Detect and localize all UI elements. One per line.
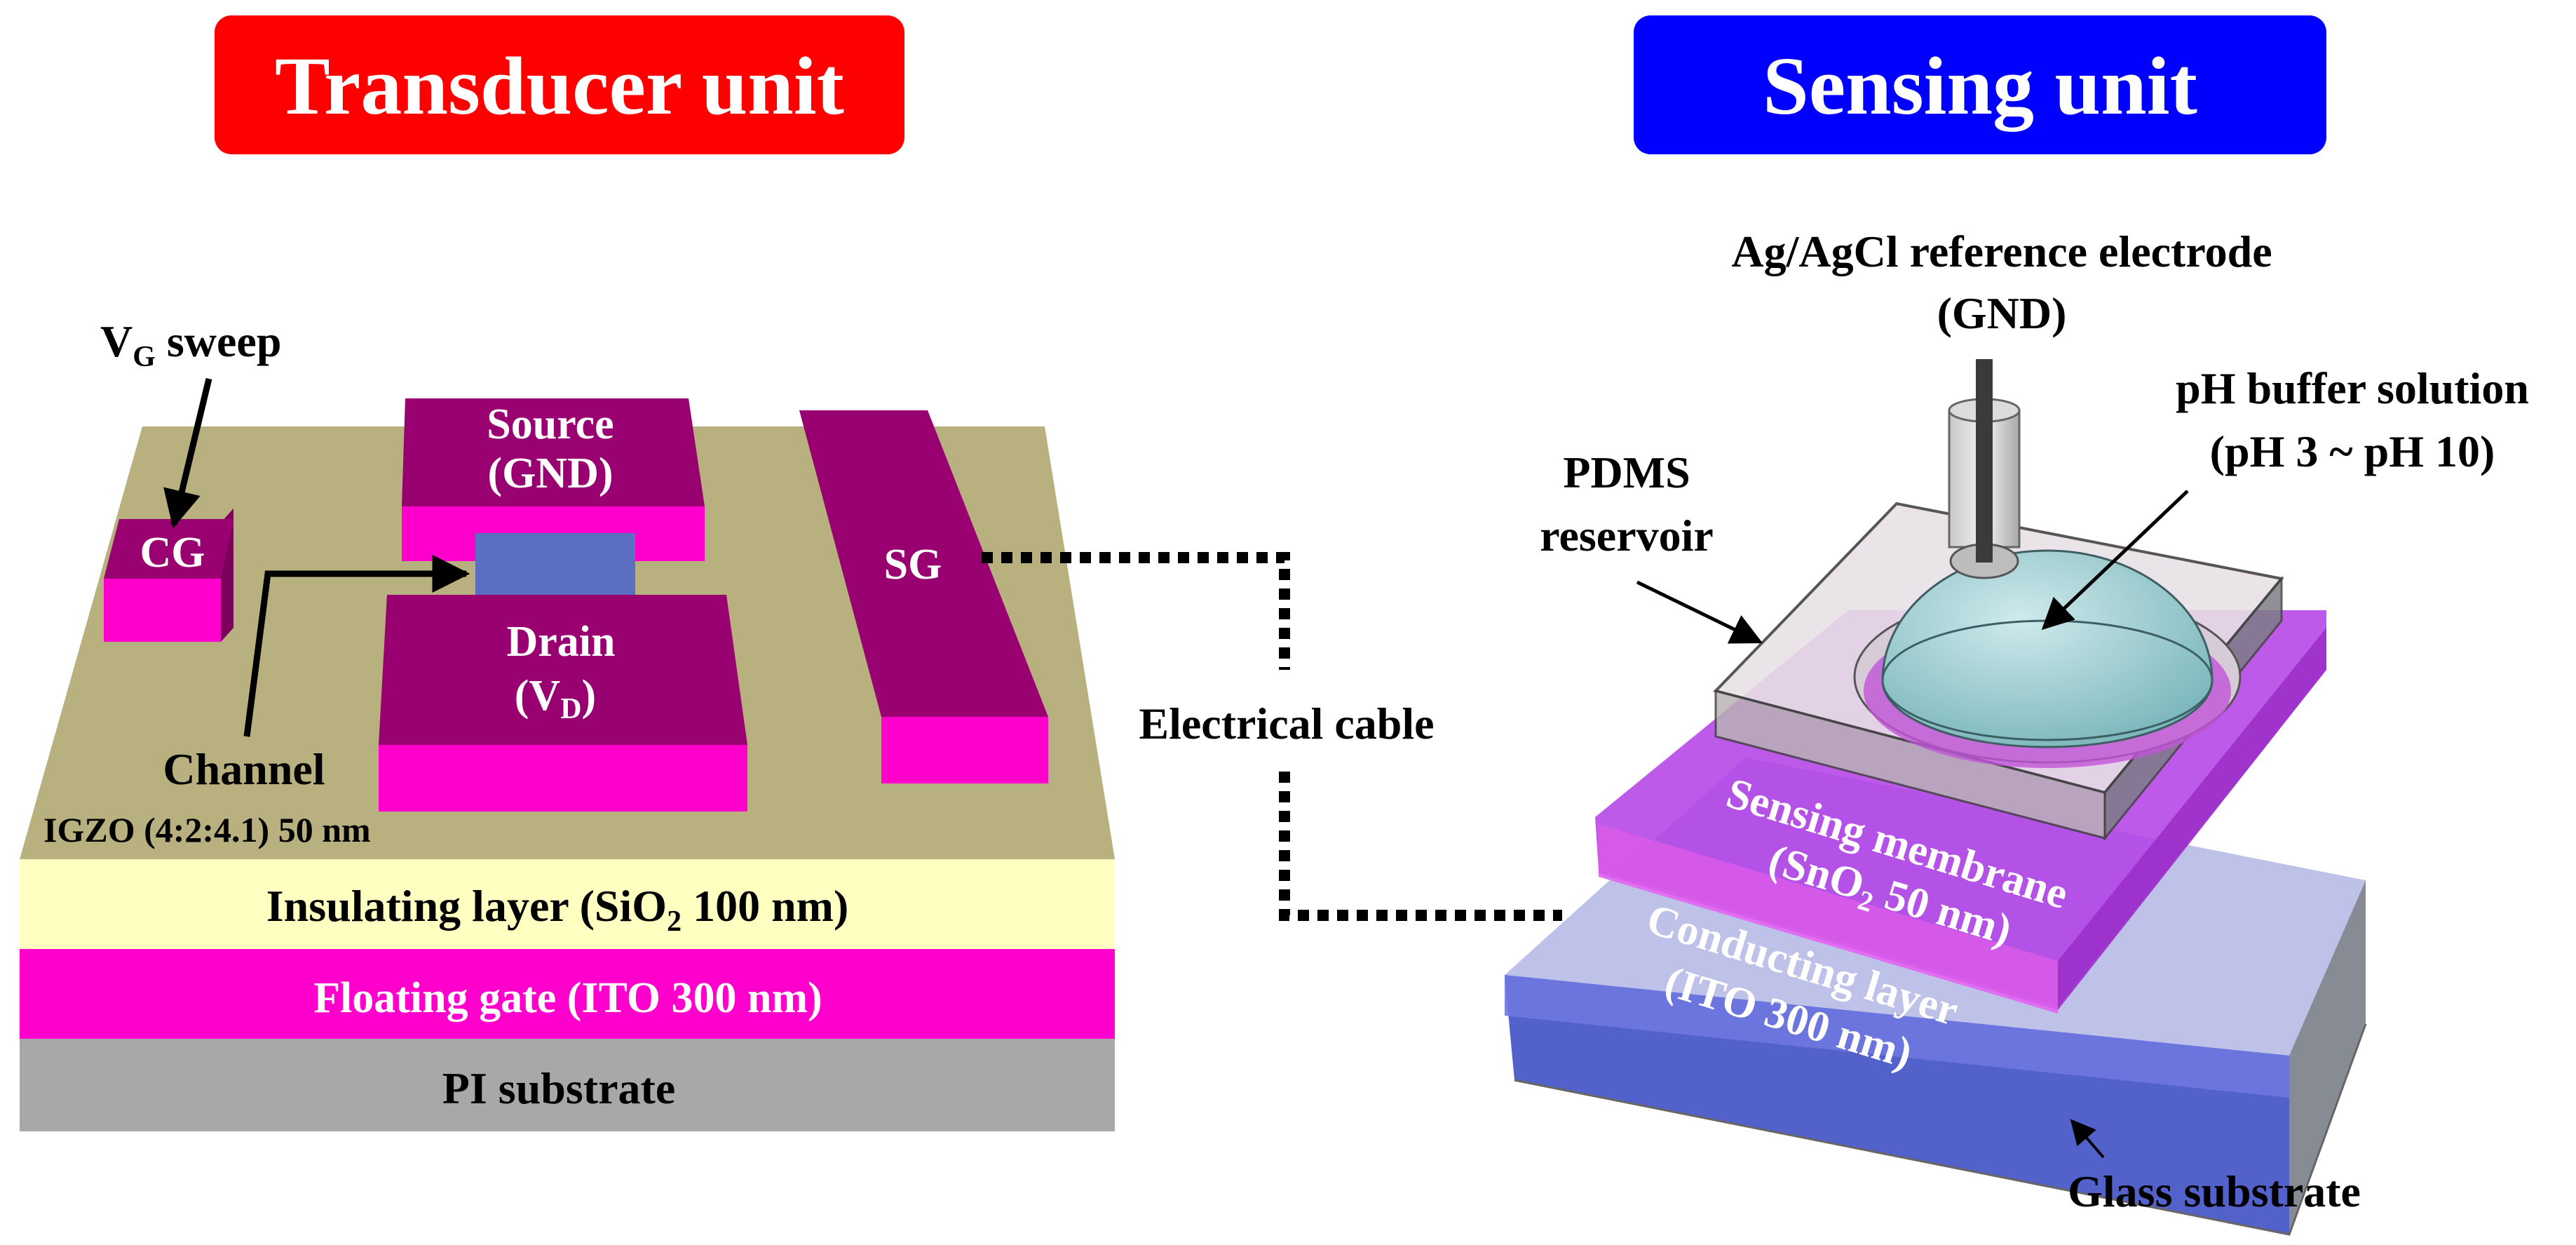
channel-block	[475, 533, 635, 596]
insulating-post: 100 nm)	[682, 881, 848, 931]
cg-pad-top	[104, 519, 233, 579]
vg-sweep-sub: G	[133, 341, 156, 373]
pi-substrate-layer	[20, 1039, 1115, 1131]
channel-pointer: Channel IGZO (4:2:4.1) 50 nm	[43, 555, 470, 849]
channel-arrow	[243, 555, 470, 737]
floating-gate-label: Floating gate (ITO 300 nm)	[313, 974, 822, 1022]
sensing-device	[1505, 359, 2367, 1236]
floating-gate-layer	[20, 949, 1115, 1039]
electrical-cable-label: Electrical cable	[1139, 699, 1434, 748]
sensing-membrane-band	[1599, 824, 2058, 1010]
sensing-header-text: Sensing unit	[1763, 40, 2197, 132]
drain-close: )	[582, 672, 597, 720]
pdms-label-line1: PDMS	[1563, 447, 1690, 497]
vg-sweep-arrow	[163, 377, 212, 529]
buffer-label-line1: pH buffer solution	[2176, 363, 2529, 413]
drain-pad-top	[379, 595, 747, 745]
buffer-label-line2: (pH 3 ~ pH 10)	[2210, 426, 2495, 476]
cable-lower-segment	[1279, 772, 1562, 921]
drain-label-line1: Drain	[507, 618, 616, 666]
cable-upper-segment	[982, 552, 1290, 670]
sg-pad-top	[799, 410, 1048, 717]
electrode-wire	[1976, 359, 1993, 563]
cg-label: CG	[140, 529, 205, 577]
pdms-arrow	[1636, 580, 1763, 644]
ref-electrode-label-line1: Ag/AgCl reference electrode	[1731, 227, 2272, 276]
vg-sweep-label: VG sweep	[100, 316, 281, 529]
glass-arrow	[2070, 1119, 2105, 1159]
drain-open: (V	[515, 672, 561, 720]
insulating-layer-label: Insulating layer (SiO2 100 nm)	[266, 881, 849, 938]
glass-substrate-right	[2289, 880, 2366, 1234]
conducting-layer-front	[1505, 975, 2289, 1098]
drain-pad	[379, 595, 747, 812]
insulating-sub: 2	[667, 906, 682, 938]
source-pad-top	[402, 398, 705, 506]
ref-electrode-label-line2: (GND)	[1937, 288, 2067, 338]
cg-pad	[104, 509, 233, 642]
sg-label: SG	[884, 541, 942, 588]
vg-sweep-rest: sweep	[156, 316, 282, 366]
transducer-device	[20, 398, 1115, 1131]
source-label-line1: Source	[487, 401, 614, 448]
transducer-header-box	[215, 15, 904, 154]
transducer-header: Transducer unit	[215, 15, 904, 154]
drain-sub: D	[560, 693, 581, 725]
pi-substrate-label: PI substrate	[442, 1063, 675, 1113]
vg-sweep-main: V	[100, 316, 133, 366]
sg-pad	[799, 410, 1048, 783]
sensing-header: Sensing unit	[1634, 15, 2326, 154]
cg-pad-side	[104, 579, 221, 642]
buffer-arrow	[2041, 490, 2189, 631]
transducer-header-text: Transducer unit	[275, 40, 844, 132]
igzo-label: IGZO (4:2:4.1) 50 nm	[43, 810, 371, 849]
sensing-membrane-right	[2058, 628, 2326, 1010]
pdms-label-line2: reservoir	[1540, 511, 1714, 560]
glass-substrate-label: Glass substrate	[2068, 1166, 2361, 1216]
drain-pad-side	[379, 745, 747, 812]
insulating-pre: Insulating layer (SiO	[266, 881, 667, 931]
vg-sweep-text: VG sweep	[100, 316, 281, 373]
sg-pad-side	[881, 717, 1048, 783]
sensing-header-box	[1634, 15, 2326, 154]
insulating-layer	[20, 859, 1115, 949]
drain-label-line2: (VD)	[515, 672, 596, 725]
source-label-line2: (GND)	[487, 450, 613, 497]
channel-label: Channel	[163, 744, 325, 794]
glass-substrate-edges	[1514, 1023, 2367, 1236]
electrical-cable: Electrical cable	[982, 552, 1562, 921]
